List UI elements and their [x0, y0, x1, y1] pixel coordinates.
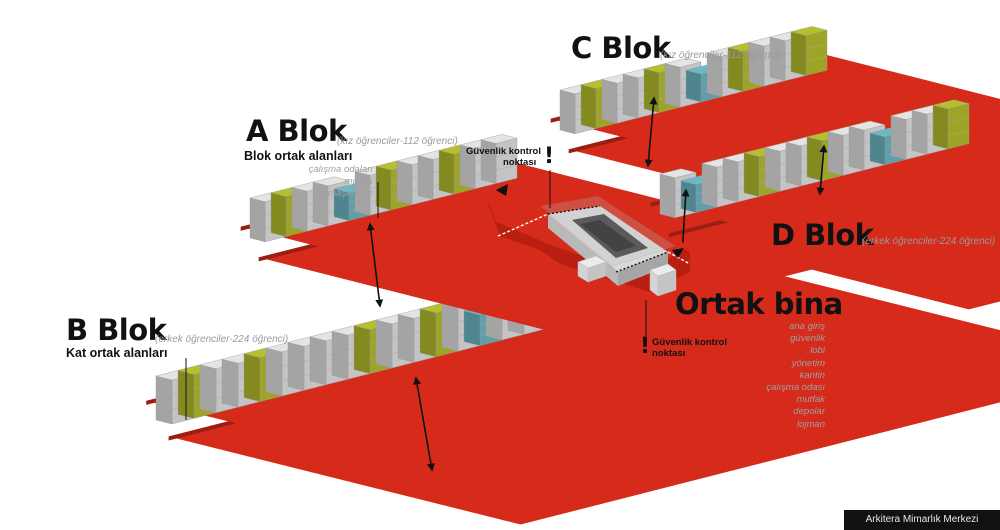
block-c-note: (kız öğrenciler-112 öğrenci): [660, 50, 781, 61]
ortak-bina-list: ana giriş güvenlik lobi yönetim kantin ç…: [766, 321, 825, 431]
exclamation-icon: !: [640, 334, 651, 359]
block-a-common-list: çalışma odaları mutfak çamaşırhane: [309, 164, 373, 201]
block-a-common-heading: Blok ortak alanları: [244, 149, 353, 163]
block-b-note: (erkek öğrenciler-224 öğrenci): [155, 334, 289, 345]
circulation-walkway: [146, 257, 1000, 489]
security-line-2: noktası: [503, 157, 537, 168]
block-d-note: (erkek öğrenciler-224 öğrenci): [862, 236, 996, 247]
vertical-circulation-arrow: [816, 144, 828, 196]
vertical-circulation-arrow: [413, 376, 435, 472]
list-item: lojman: [797, 418, 825, 430]
security-point-top: Güvenlik kontrol noktası: [466, 146, 541, 168]
security-point-bottom: Güvenlik kontrol noktası: [652, 337, 727, 359]
block-b-common-heading: Kat ortak alanları: [66, 346, 168, 360]
list-item: depolar: [793, 406, 825, 418]
list-item: ana giriş: [789, 321, 825, 332]
list-item: çamaşırhane: [318, 188, 373, 200]
block-a-title: A Blok: [246, 114, 347, 148]
common-area-module: [790, 26, 828, 76]
block-c-title: C Blok: [571, 31, 671, 65]
list-item: çalışma odası: [766, 382, 825, 394]
block-d-title: D Blok: [771, 218, 874, 252]
exclamation-icon: !: [544, 144, 555, 169]
circulation-walkway: [650, 125, 1000, 279]
list-item: yönetim: [791, 357, 825, 369]
list-item: kantin: [799, 369, 825, 381]
common-area-module: [932, 99, 970, 150]
vertical-circulation-arrow: [644, 96, 658, 168]
list-item: mutfak: [344, 176, 373, 188]
list-item: mutfak: [796, 394, 825, 406]
central-building: [185, 170, 692, 420]
room-module: [480, 134, 518, 184]
vertical-circulation-arrow: [366, 222, 384, 308]
block-d-wing: [650, 99, 1000, 310]
list-item: çalışma odaları: [308, 164, 373, 175]
ortak-bina-title: Ortak bina: [675, 287, 843, 321]
list-item: lobi: [810, 345, 825, 357]
block-b-title: B Blok: [66, 313, 167, 347]
block-a-note: (kız öğrenciler-112 öğrenci): [337, 136, 458, 147]
footer-credit: Arkitera Mimarlık Merkezi: [844, 510, 1000, 530]
security-line-1: Güvenlik kontrol: [466, 146, 541, 157]
security-line-2: noktası: [652, 348, 686, 359]
security-line-1: Güvenlik kontrol: [652, 337, 727, 348]
list-item: güvenlik: [790, 333, 825, 345]
